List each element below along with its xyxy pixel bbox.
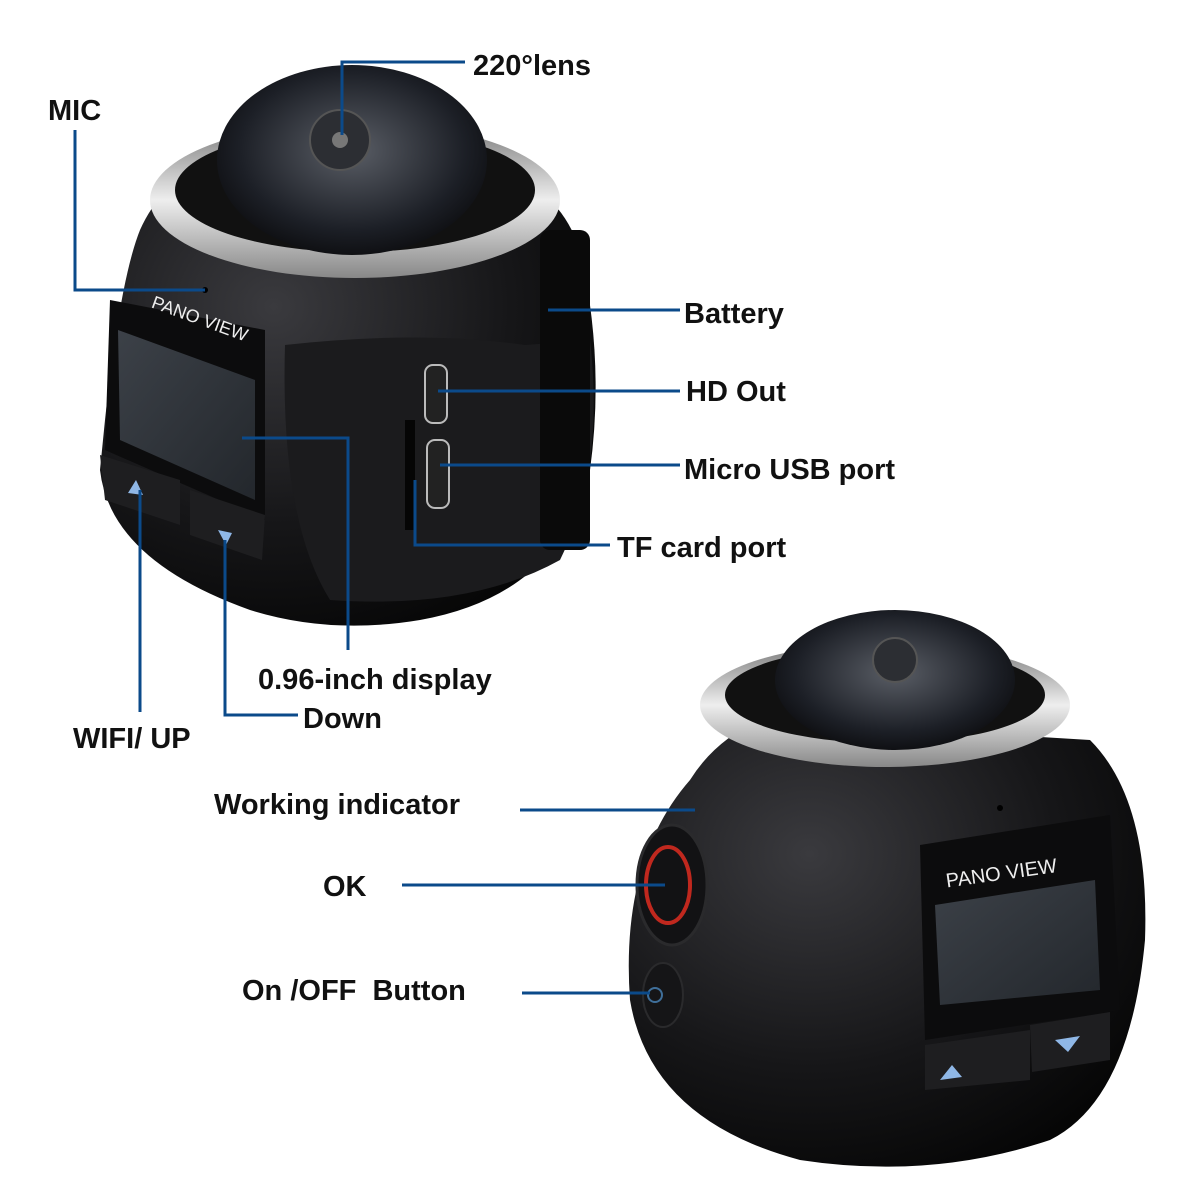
label-down: Down <box>303 703 382 735</box>
label-wifi-up: WIFI/ UP <box>73 723 191 755</box>
up-arrow-icon-2 <box>940 1065 962 1080</box>
down-arrow-icon <box>218 530 232 545</box>
label-on-off: On /OFF Button <box>242 975 466 1007</box>
power-icon <box>647 987 663 1003</box>
down-arrow-icon-2 <box>1055 1036 1080 1052</box>
label-mic: MIC <box>48 95 102 127</box>
leader-lines <box>73 60 695 995</box>
leader-down <box>223 540 298 717</box>
label-micro-usb: Micro USB port <box>684 454 896 486</box>
label-display: 0.96-inch display <box>258 664 492 696</box>
leader-display <box>242 436 350 650</box>
label-battery: Battery <box>684 298 784 330</box>
label-ok: OK <box>323 871 367 903</box>
label-working-indicator: Working indicator <box>214 789 460 821</box>
camera-front-view: PANO VIEW <box>628 610 1146 1167</box>
label-tf-card: TF card port <box>617 532 787 564</box>
label-lens: 220°lens <box>473 50 592 82</box>
leader-lens <box>340 60 465 135</box>
leader-tf-card <box>413 480 610 547</box>
leader-mic <box>73 130 205 292</box>
label-hd-out: HD Out <box>686 376 786 408</box>
